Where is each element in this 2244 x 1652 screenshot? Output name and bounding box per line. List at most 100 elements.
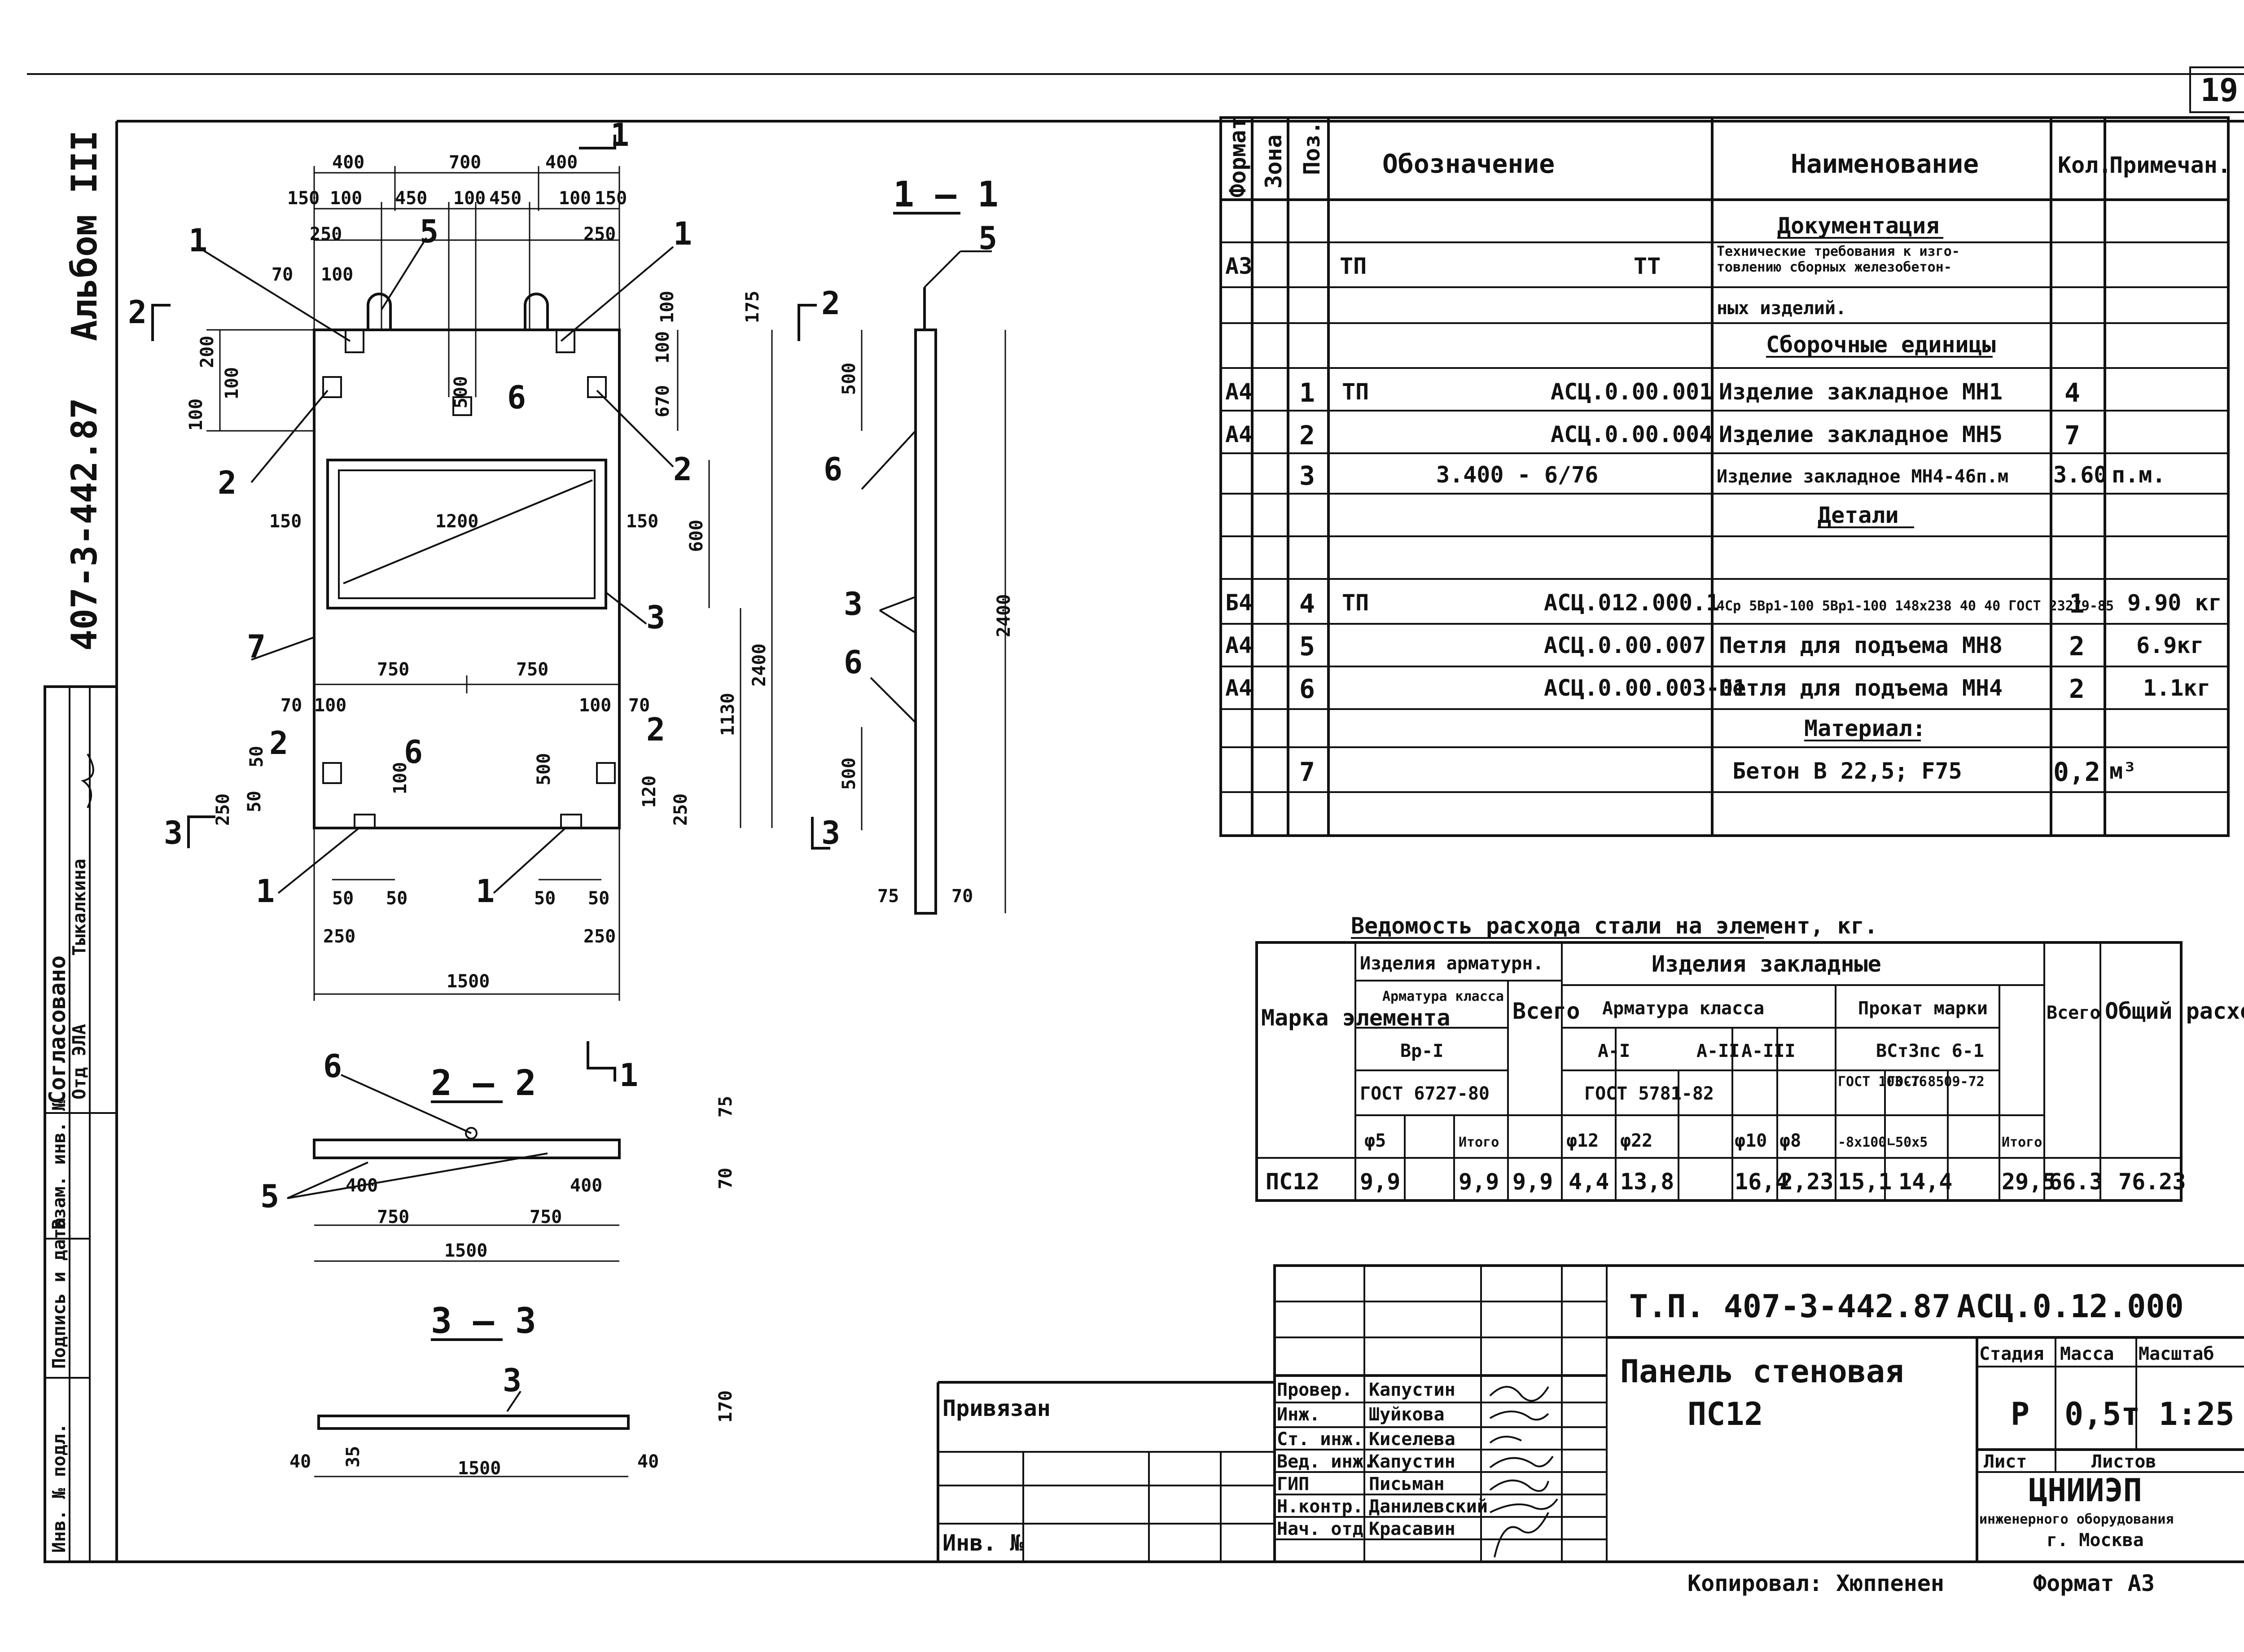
row3-name: Изделие закладное МН4-46п.м <box>1717 466 2008 487</box>
steel-rebar-class: Арматура класса <box>1382 989 1504 1004</box>
steel-frame <box>1255 941 2183 1202</box>
dim-left-100-a: 100 <box>222 367 242 399</box>
dim-window-1200: 1200 <box>435 511 478 532</box>
s22-dim-750-a: 750 <box>377 1207 409 1227</box>
doc-row-prefix: ТП <box>1340 253 1367 279</box>
embed-plate-a <box>322 376 342 398</box>
section-1-1-title: 1 — 1 <box>893 175 999 215</box>
s11-dim-500-top: 500 <box>839 363 859 395</box>
name-chief-engineer: Письман <box>1369 1474 1445 1494</box>
steel-total-1: Всего <box>1512 998 1580 1024</box>
spec-header-format: Формат <box>1225 116 1251 197</box>
row2-format: А4 <box>1225 421 1252 447</box>
section-marker-1-top <box>579 135 616 149</box>
steel-row-strip: 15,1 <box>1838 1169 1892 1195</box>
row4-designation: АСЦ.012.000.1 <box>1544 590 1719 616</box>
row3-qty: 3.60 <box>2053 462 2107 488</box>
spec-header-pos: Поз. <box>1299 121 1325 175</box>
marker-3-left: 3 <box>164 815 183 851</box>
doc-row-name-3: ных изделий. <box>1717 298 1846 319</box>
specification-table: Формат Зона Поз. Обозначение Наименовани… <box>1219 116 2231 837</box>
row4-prefix: ТП <box>1342 590 1369 616</box>
row4-name: 4Ср 5Вр1-100 5Вр1-100 148x238 40 40 ГОСТ… <box>1717 598 2114 614</box>
name-checked: Капустин <box>1369 1380 1455 1400</box>
row5-designation: АСЦ.0.00.007 <box>1544 632 1706 658</box>
dim-left-200: 200 <box>197 336 218 368</box>
s11-callout-6-bottom: 6 <box>844 644 863 681</box>
dim-top-450-b: 450 <box>489 188 522 209</box>
s33-dim-170: 170 <box>715 1390 736 1423</box>
s33-dim-40-left: 40 <box>289 1451 311 1472</box>
steel-gost-bp: ГОСТ 6727-80 <box>1360 1083 1490 1104</box>
dim-left-100-b: 100 <box>186 399 206 431</box>
dim-right-1130: 1130 <box>718 693 738 736</box>
name-engineer: Шуйкова <box>1369 1404 1445 1425</box>
section-marker-3-left <box>187 815 215 848</box>
steel-embedded-group: Изделия закладные <box>1652 951 1881 977</box>
steel-diam-itogo-1: Итого <box>1459 1135 1499 1150</box>
row3-pos: 3 <box>1299 460 1315 491</box>
spec-header-note: Примечан. <box>2109 152 2231 178</box>
dim-bot-50-c: 50 <box>534 888 556 909</box>
row1-pos: 1 <box>1299 377 1315 408</box>
sheet-format: Формат А3 <box>2033 1570 2155 1596</box>
row5-format: А4 <box>1225 632 1252 658</box>
steel-row-total: 76.23 <box>2118 1169 2186 1195</box>
dim-top-250-right: 250 <box>583 224 616 245</box>
s33-dim-35: 35 <box>343 1446 364 1468</box>
s33-dim-40-right: 40 <box>637 1451 659 1472</box>
steel-row-vsego1: 9,9 <box>1512 1169 1553 1195</box>
name-senior-engineer: Киселева <box>1369 1429 1455 1450</box>
s11-dim-500-bottom: 500 <box>839 758 859 790</box>
s33-callout-4: 3 <box>503 1362 522 1399</box>
dim-top-400-right: 400 <box>545 152 578 173</box>
dim-bot-70-a: 70 <box>280 695 302 716</box>
callout-5-top: 5 <box>420 213 438 250</box>
signature-5 <box>1489 1479 1549 1492</box>
steel-grade: ВСт3пс 6-1 <box>1876 1041 1984 1061</box>
dim-bot-250-a: 250 <box>323 926 355 947</box>
steel-table-title: Ведомость расхода стали на элемент, кг. <box>1351 913 1878 939</box>
marker-3-right: 3 <box>821 815 840 851</box>
row6-format: А4 <box>1225 675 1252 701</box>
col-replace-inv: Взам. инв. № <box>49 1100 70 1230</box>
agreed-person: Тыкалкина <box>69 859 90 956</box>
s22-dim-400-b: 400 <box>570 1175 602 1196</box>
window-opening <box>326 459 607 609</box>
section-documentation: Документация <box>1777 213 1939 239</box>
section-marker-3-right <box>811 817 830 850</box>
row6-designation: АСЦ.0.00.003-01 <box>1544 675 1747 701</box>
steel-gost-1: ГОСТ 103-76 <box>1838 1074 1927 1090</box>
steel-rebar-group: Изделия арматурн. <box>1360 953 1543 974</box>
row5-note: 6.9кг <box>2136 632 2204 658</box>
marker-2-left: 2 <box>128 294 147 331</box>
dim-right-175: 175 <box>742 291 763 323</box>
steel-gost-a: ГОСТ 5781-82 <box>1584 1083 1714 1104</box>
s33-dim-1500: 1500 <box>458 1458 501 1479</box>
steel-bp: Вр-I <box>1400 1041 1443 1061</box>
dim-bot-100-b: 100 <box>579 695 611 716</box>
dim-bot-50-d: 50 <box>588 888 609 909</box>
dim-bot-50-b: 50 <box>386 888 408 909</box>
embed-plate-top-left <box>345 329 364 353</box>
callout-6-top: 6 <box>507 379 526 416</box>
org-city: г. Москва <box>2047 1530 2144 1551</box>
role-dept-head: Нач. отд <box>1277 1519 1363 1539</box>
steel-a3: А-III <box>1741 1041 1795 1061</box>
embed-plate-top-right <box>556 329 575 353</box>
section-3-3-panel <box>317 1415 630 1430</box>
dim-bot-100-a: 100 <box>314 695 346 716</box>
s22-dim-750-b: 750 <box>530 1207 562 1227</box>
s11-callout-6-top: 6 <box>824 451 842 488</box>
row4-format: Б4 <box>1225 590 1252 616</box>
dim-bot-100-c: 100 <box>390 762 411 794</box>
row6-pos: 6 <box>1299 674 1315 704</box>
dim-top-400-left: 400 <box>332 152 364 173</box>
s22-dim-400-a: 400 <box>346 1175 378 1196</box>
mass-value: 0,5т <box>2064 1396 2140 1433</box>
s11-callout-3: 3 <box>844 586 863 622</box>
row5-name: Петля для подъема МН8 <box>1719 632 2003 658</box>
stage-label: Стадия <box>1979 1344 2044 1364</box>
role-lead-engineer: Вед. инж. <box>1277 1451 1374 1472</box>
